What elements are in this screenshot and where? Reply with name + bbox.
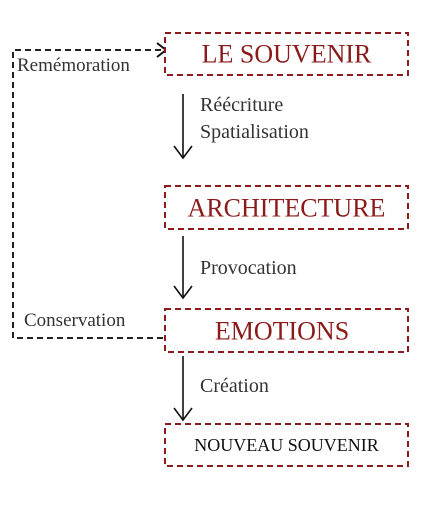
edge-label-rememoration: Remémoration [17,55,130,76]
node-architecture-label: ARCHITECTURE [188,194,386,223]
rememoration-label-bg [15,53,155,77]
node-nouveau-souvenir: NOUVEAU SOUVENIR [164,423,409,467]
node-le-souvenir: LE SOUVENIR [164,32,409,76]
feedback-loop-line [12,49,165,339]
arrow-emotions-to-nouveau-head [173,407,193,422]
node-emotions: EMOTIONS [164,308,409,353]
node-architecture: ARCHITECTURE [164,185,409,230]
node-emotions-label: EMOTIONS [215,317,349,346]
edge-label-reecriture: Réécriture [200,94,283,116]
node-le-souvenir-label: LE SOUVENIR [202,40,372,69]
edge-label-conservation: Conservation [24,310,126,331]
conservation-label-bg [22,306,154,330]
edge-label-provocation: Provocation [200,257,297,279]
edge-label-creation: Création [200,375,269,397]
edge-label-spatialisation: Spatialisation [200,121,309,143]
arrow-architecture-to-emotions-head [173,285,193,300]
node-nouveau-souvenir-label: NOUVEAU SOUVENIR [194,435,379,455]
arrow-souvenir-to-architecture-head [173,145,193,160]
